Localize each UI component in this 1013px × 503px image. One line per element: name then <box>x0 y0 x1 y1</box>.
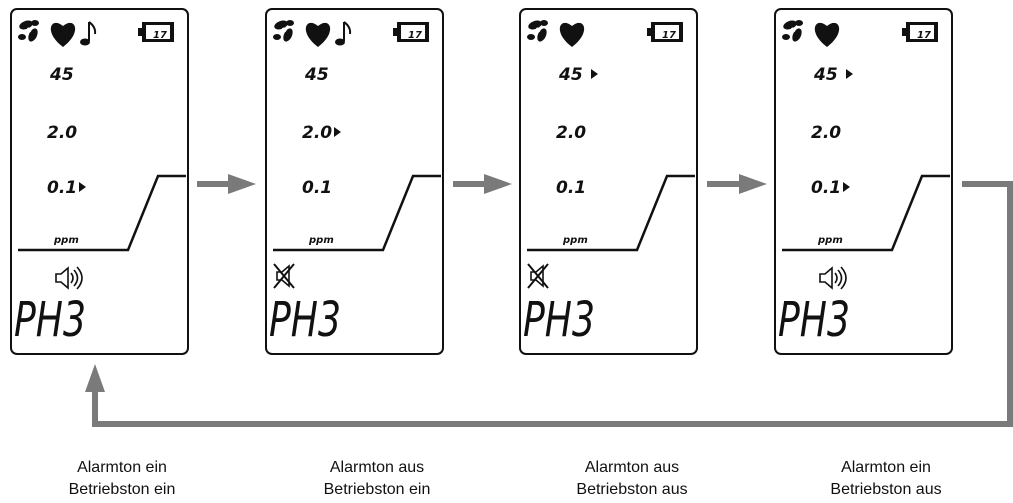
heart-icon <box>559 22 585 47</box>
caption-line: Betriebston ein <box>68 481 176 498</box>
battery-label: 17 <box>662 30 676 41</box>
lcd-frame <box>10 8 189 355</box>
battery-icon <box>902 22 938 42</box>
reading-value: 45 <box>813 65 838 85</box>
heart-icon <box>814 22 840 47</box>
gas-name: PH3 <box>14 292 86 348</box>
battery-label: 17 <box>917 30 931 41</box>
level-marker-icon <box>79 182 86 192</box>
level-marker-icon <box>843 182 850 192</box>
reading-value: 2.0 <box>556 123 586 143</box>
unit-label: ppm <box>53 235 79 246</box>
battery-label: 17 <box>408 30 422 41</box>
caption-line: Betriebston ein <box>323 481 431 498</box>
threshold-curve <box>527 174 695 252</box>
heart-icon <box>305 22 331 47</box>
speaker-muted-icon <box>273 263 295 289</box>
note-icon <box>80 21 97 46</box>
gas-name: PH3 <box>523 292 595 348</box>
threshold-curve <box>782 174 950 252</box>
caption-4: Alarmton ein Betriebston aus <box>796 457 976 501</box>
return-loop-arrow <box>85 181 1013 427</box>
reading-value: 45 <box>558 65 583 85</box>
caption-line: Alarmton aus <box>584 459 680 476</box>
caption-line: Betriebston aus <box>830 481 942 498</box>
reading-value: 2.0 <box>47 123 77 143</box>
reading-value: 2.0 <box>302 123 332 143</box>
threshold-curve <box>273 174 441 252</box>
reading-value: 0.1 <box>47 178 77 198</box>
fan-icon <box>782 20 803 42</box>
caption-line: Betriebston aus <box>576 481 688 498</box>
reading-value: 2.0 <box>811 123 841 143</box>
caption-line: Alarmton aus <box>329 459 425 476</box>
caption-line: Alarmton ein <box>841 459 931 476</box>
speaker-on-icon <box>819 266 847 290</box>
unit-label: ppm <box>308 235 334 246</box>
lcd-frame <box>774 8 953 355</box>
note-icon <box>335 21 352 46</box>
caption-3: Alarmton aus Betriebston aus <box>542 457 722 501</box>
reading-value: 0.1 <box>556 178 586 198</box>
fan-icon <box>18 20 39 42</box>
reading-value: 45 <box>304 65 329 85</box>
transition-arrow <box>453 174 512 194</box>
lcd-frame <box>519 8 698 355</box>
transition-arrow <box>197 174 256 194</box>
level-marker-icon <box>591 69 598 79</box>
speaker-on-icon <box>55 266 83 290</box>
level-marker-icon <box>334 127 341 137</box>
fan-icon <box>273 20 294 42</box>
caption-1: Alarmton ein Betriebston ein <box>32 457 212 501</box>
gas-name: PH3 <box>269 292 341 348</box>
reading-value: 0.1 <box>302 178 332 198</box>
battery-icon <box>138 22 174 42</box>
caption-line: Alarmton ein <box>77 459 167 476</box>
threshold-curve <box>18 174 186 252</box>
speaker-muted-icon <box>527 263 549 289</box>
lcd-frame <box>265 8 444 355</box>
battery-icon <box>393 22 429 42</box>
unit-label: ppm <box>562 235 588 246</box>
reading-value: 0.1 <box>811 178 841 198</box>
transition-arrow <box>707 174 767 194</box>
caption-2: Alarmton aus Betriebston ein <box>287 457 467 501</box>
reading-value: 45 <box>49 65 74 85</box>
heart-icon <box>50 22 76 47</box>
gas-name: PH3 <box>778 292 850 348</box>
level-marker-icon <box>846 69 853 79</box>
unit-label: ppm <box>817 235 843 246</box>
battery-icon <box>647 22 683 42</box>
fan-icon <box>527 20 548 42</box>
battery-label: 17 <box>153 30 167 41</box>
